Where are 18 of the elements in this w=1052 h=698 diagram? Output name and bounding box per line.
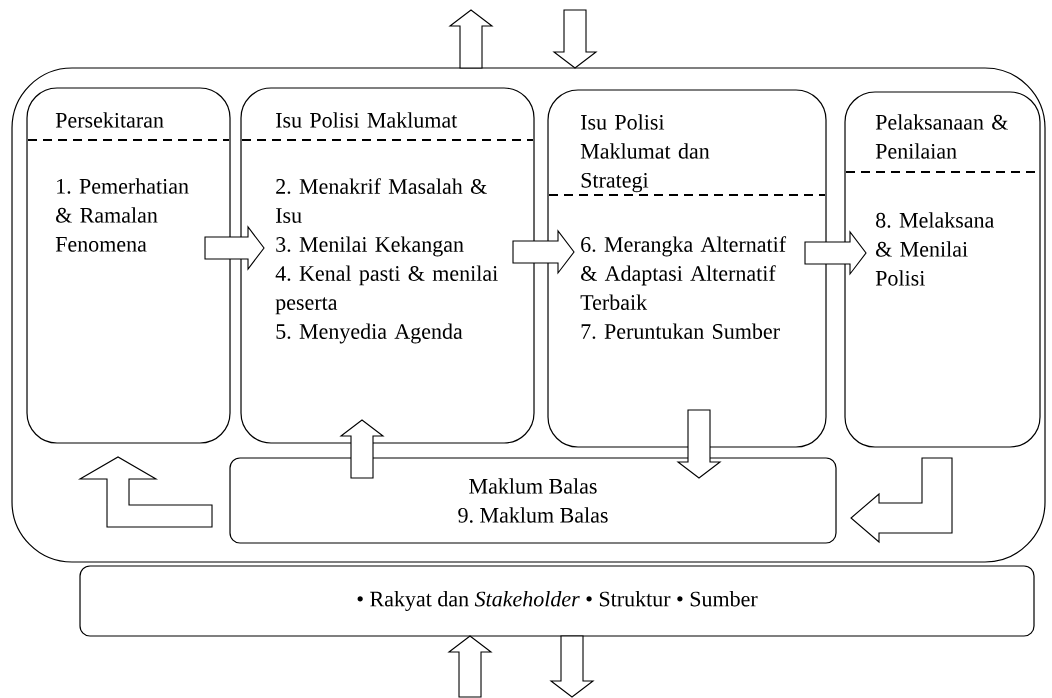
stage-box: Persekitaran 1. Pemerhatian & Ramalan Fenomena: [26, 87, 231, 444]
outer-frame: [11, 67, 1046, 563]
resource-box: • Rakyat dan Stakeholder • Struktur • Sumber: [79, 565, 1035, 637]
block-arrow: [448, 9, 494, 69]
block-arrow: [552, 9, 598, 69]
block-arrow: [204, 225, 265, 271]
block-arrow: [676, 409, 722, 479]
feedback-box: Maklum Balas 9. Maklum Balas: [229, 457, 837, 544]
block-arrow: [512, 229, 575, 275]
stage-box: Isu Polisi Maklumat 2. Menakrif Masalah & Isu 3. Menilai Kekangan 4. Kenal pasti & menilai peserta 5. Menyedia Agenda: [240, 87, 535, 444]
stage-box: Isu Polisi Maklumat dan Strategi 6. Merangka Alternatif & Adaptasi Alternatif Terbaik 7. Peruntukan Sumber: [547, 89, 827, 448]
block-arrow: [447, 635, 493, 698]
block-arrow: [77, 456, 213, 528]
stage-box: Pelaksanaan & Penilaian 8. Melaksana & Menilai Polisi: [844, 91, 1041, 448]
block-arrow: [804, 230, 867, 276]
block-arrow: [549, 635, 595, 698]
block-arrow: [339, 419, 385, 479]
block-arrow: [850, 457, 953, 544]
